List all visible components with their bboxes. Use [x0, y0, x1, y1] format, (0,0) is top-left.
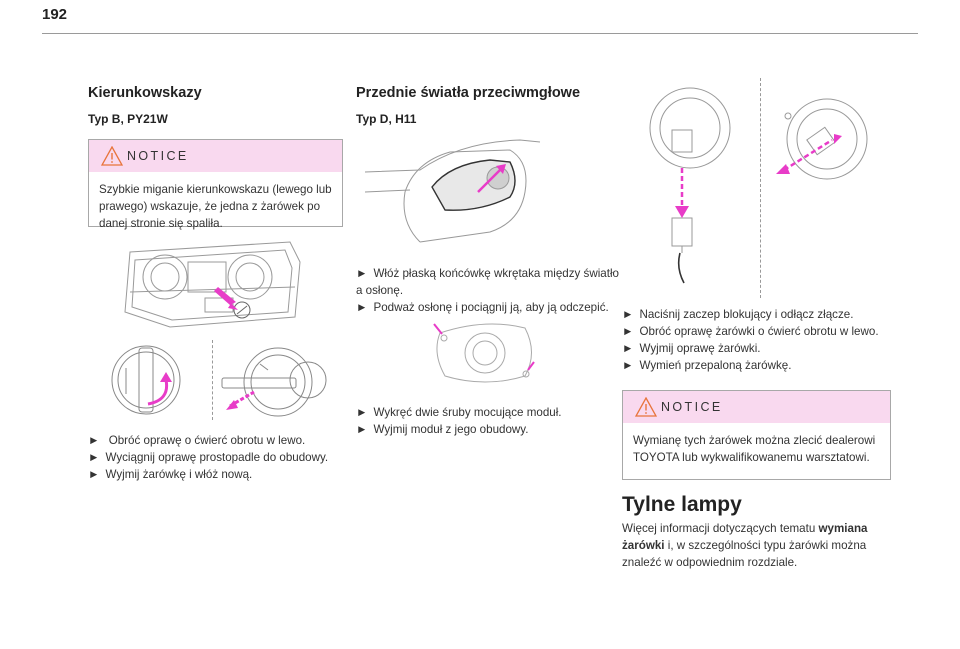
notice-label: NOTICE	[127, 149, 189, 163]
notice-header: NOTICE	[89, 140, 342, 172]
rear-lamps-paragraph: Więcej informacji dotyczących tematu wym…	[622, 522, 868, 569]
step-item: ►Wyjmij oprawę żarówki.	[622, 342, 761, 355]
steps-list-fog-cover: ►Włóż płaską końcówkę wkrętaka między św…	[356, 265, 622, 316]
step-item: ►Wymień przepaloną żarówkę.	[622, 359, 792, 372]
step-item: ►Wykręć dwie śruby mocujące moduł.	[356, 406, 562, 419]
steps-list-turn-signals: ► Obróć oprawę o ćwierć obrotu w lewo. ►…	[88, 432, 348, 483]
bulb-type-label: Typ B, PY21W	[88, 112, 168, 126]
steps-list-fog-bulb: ►Naciśnij zaczep blokujący i odłącz złąc…	[622, 306, 890, 374]
notice-label: NOTICE	[661, 400, 723, 414]
step-item: ► Obróć oprawę o ćwierć obrotu w lewo.	[88, 434, 306, 447]
illustration-divider	[760, 78, 761, 298]
notice-header: NOTICE	[623, 391, 890, 423]
fog-lamp-module-illustration	[433, 323, 535, 383]
fog-lamp-cover-illustration	[364, 139, 541, 243]
bulb-holder-pull-illustration	[221, 347, 327, 417]
bulb-replacement-link-text: wymiana żarówki	[622, 522, 868, 552]
page-number: 192	[42, 6, 68, 23]
step-item: ►Wyjmij żarówkę i włóż nową.	[88, 468, 253, 481]
step-item: ►Naciśnij zaczep blokujący i odłącz złąc…	[622, 308, 854, 321]
section-heading-fog-lights: Przednie światła przeciwmgłowe	[356, 85, 581, 101]
step-item: ►Obróć oprawę żarówki o ćwierć obrotu w …	[622, 325, 879, 338]
warning-triangle-icon	[101, 146, 123, 166]
fog-lamp-connector-illustration	[649, 87, 731, 284]
step-item: ►Włóż płaską końcówkę wkrętaka między św…	[356, 267, 619, 297]
header-rule	[42, 33, 918, 34]
illustration-divider	[212, 340, 213, 420]
section-title-rear-lamps: Tylne lampy	[622, 493, 742, 516]
bulb-type-label: Typ D, H11	[356, 112, 417, 126]
step-item: ►Wyciągnij oprawę prostopadle do obudowy…	[88, 451, 329, 464]
steps-list-fog-module: ►Wykręć dwie śruby mocujące moduł. ►Wyjm…	[356, 404, 622, 438]
section-heading-turn-signals: Kierunkowskazy	[88, 85, 202, 101]
bulb-holder-rotate-illustration	[111, 345, 181, 415]
warning-triangle-icon	[635, 397, 657, 417]
notice-box-turn-signals: NOTICE Szybkie miganie kierunkowskazu (l…	[88, 139, 343, 230]
step-item: ►Podważ osłonę i pociągnij ją, aby ją od…	[356, 301, 609, 314]
fog-lamp-bulb-rotate-illustration	[776, 98, 868, 180]
pink-arrow-indicator	[214, 287, 238, 310]
headlamp-assembly-illustration	[124, 241, 301, 328]
step-item: ►Wyjmij moduł z jego obudowy.	[356, 423, 529, 436]
notice-text: Wymianę tych żarówek można zlecić dealer…	[633, 434, 876, 464]
notice-text: Szybkie miganie kierunkowskazu (lewego l…	[99, 183, 332, 230]
notice-box-workshop: NOTICE Wymianę tych żarówek można zlecić…	[622, 390, 891, 480]
